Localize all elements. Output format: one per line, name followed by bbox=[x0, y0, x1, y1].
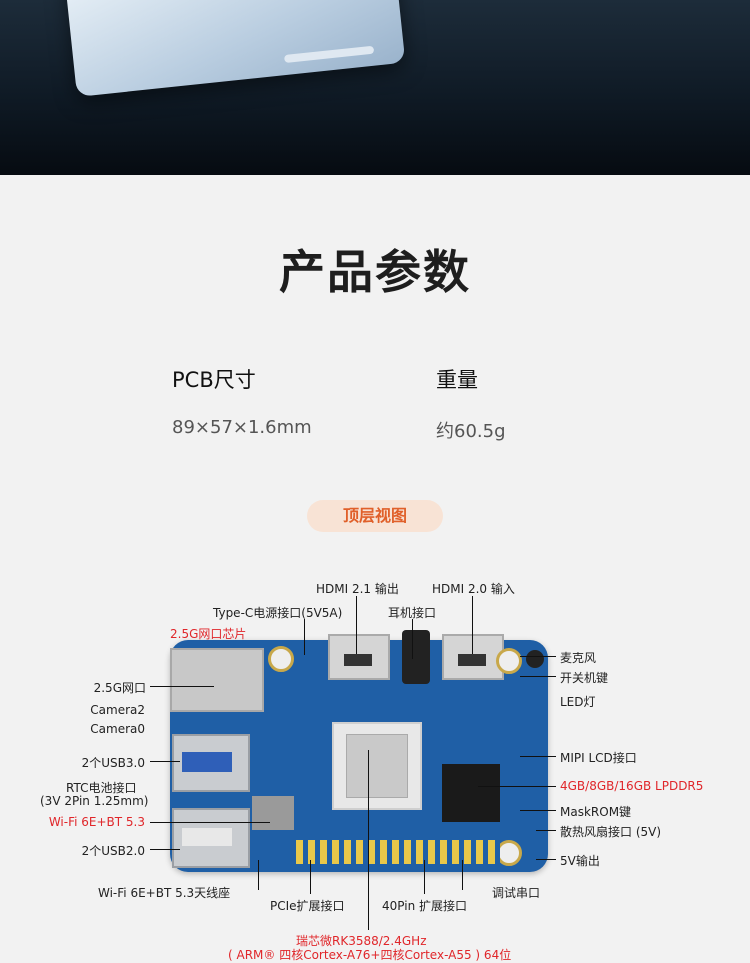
label-maskrom: MaskROM键 bbox=[560, 805, 632, 819]
label-power: 开关机键 bbox=[560, 671, 609, 685]
leader-line bbox=[150, 686, 214, 687]
label-pcie: PCIe扩展接口 bbox=[270, 899, 345, 913]
label-5v: 5V输出 bbox=[560, 854, 600, 868]
hdmi-in-port bbox=[442, 634, 504, 680]
label-mipi: MIPI LCD接口 bbox=[560, 751, 637, 765]
label-eth25g: 2.5G网口 bbox=[93, 681, 146, 695]
leader-line bbox=[462, 860, 463, 890]
hdmi-out-port bbox=[328, 634, 390, 680]
microphone bbox=[526, 650, 544, 668]
leader-line bbox=[356, 596, 357, 654]
label-lpddr: 4GB/8GB/16GB LPDDR5 bbox=[560, 779, 704, 793]
view-pill[interactable]: 顶层视图 bbox=[307, 500, 443, 532]
leader-line bbox=[472, 596, 473, 654]
label-typec: Type-C电源接口(5V5A) bbox=[213, 606, 343, 620]
leader-line bbox=[368, 750, 369, 930]
usb2-port bbox=[172, 808, 250, 868]
tablet-image bbox=[64, 0, 406, 97]
label-chip25g: 2.5G网口芯片 bbox=[170, 627, 247, 641]
spec-value-pcb: 89×57×1.6mm bbox=[172, 417, 312, 438]
label-soc2: ( ARM® 四核Cortex-A76+四核Cortex-A55 ) 64位 bbox=[228, 948, 512, 962]
board-image bbox=[170, 630, 548, 872]
label-fan: 散热风扇接口 (5V) bbox=[560, 825, 662, 839]
spec-value-weight: 约60.5g bbox=[436, 421, 506, 442]
usb3-port bbox=[172, 734, 250, 792]
ethernet-port bbox=[170, 648, 264, 712]
label-wifi: Wi-Fi 6E+BT 5.3 bbox=[48, 815, 145, 829]
label-led: LED灯 bbox=[560, 695, 596, 709]
label-camera0: Camera0 bbox=[90, 722, 145, 736]
wifi-module bbox=[252, 796, 294, 830]
mount-hole bbox=[496, 648, 522, 674]
label-soc1: 瑞芯微RK3588/2.4GHz bbox=[296, 934, 427, 948]
label-hdmi20: HDMI 2.0 输入 bbox=[432, 582, 515, 596]
label-40pin: 40Pin 扩展接口 bbox=[382, 899, 467, 913]
hero-banner bbox=[0, 0, 750, 175]
soc-chip bbox=[332, 722, 422, 810]
leader-line bbox=[150, 761, 180, 762]
leader-line bbox=[520, 676, 556, 677]
spec-label-weight: 重量 bbox=[436, 368, 478, 392]
label-usb3: 2个USB3.0 bbox=[81, 756, 145, 770]
leader-line bbox=[520, 656, 556, 657]
label-camera2: Camera2 bbox=[90, 703, 145, 717]
label-rtc1: RTC电池接口 bbox=[66, 781, 137, 795]
label-rtc2: (3V 2Pin 1.25mm) bbox=[40, 794, 149, 808]
spec-label-pcb: PCB尺寸 bbox=[172, 368, 256, 392]
leader-line bbox=[310, 860, 311, 894]
label-usb2: 2个USB2.0 bbox=[81, 844, 145, 858]
audio-jack bbox=[402, 630, 430, 684]
leader-line bbox=[520, 756, 556, 757]
label-hdmi21: HDMI 2.1 输出 bbox=[316, 582, 399, 596]
leader-line bbox=[150, 822, 270, 823]
leader-line bbox=[536, 830, 556, 831]
leader-line bbox=[150, 849, 180, 850]
leader-line bbox=[304, 619, 305, 655]
ram-chip bbox=[442, 764, 500, 822]
section-title: 产品参数 bbox=[279, 245, 471, 299]
leader-line bbox=[536, 859, 556, 860]
leader-line bbox=[520, 810, 556, 811]
label-earphone: 耳机接口 bbox=[388, 606, 437, 620]
leader-line bbox=[258, 860, 259, 890]
mount-hole bbox=[268, 646, 294, 672]
gpio-header bbox=[296, 840, 500, 864]
leader-line bbox=[424, 860, 425, 894]
label-debug: 调试串口 bbox=[492, 886, 541, 900]
label-mic: 麦克风 bbox=[560, 651, 597, 665]
dock bbox=[283, 45, 375, 64]
label-antenna: Wi-Fi 6E+BT 5.3天线座 bbox=[98, 886, 231, 900]
leader-line bbox=[412, 619, 413, 659]
leader-line bbox=[478, 786, 556, 787]
